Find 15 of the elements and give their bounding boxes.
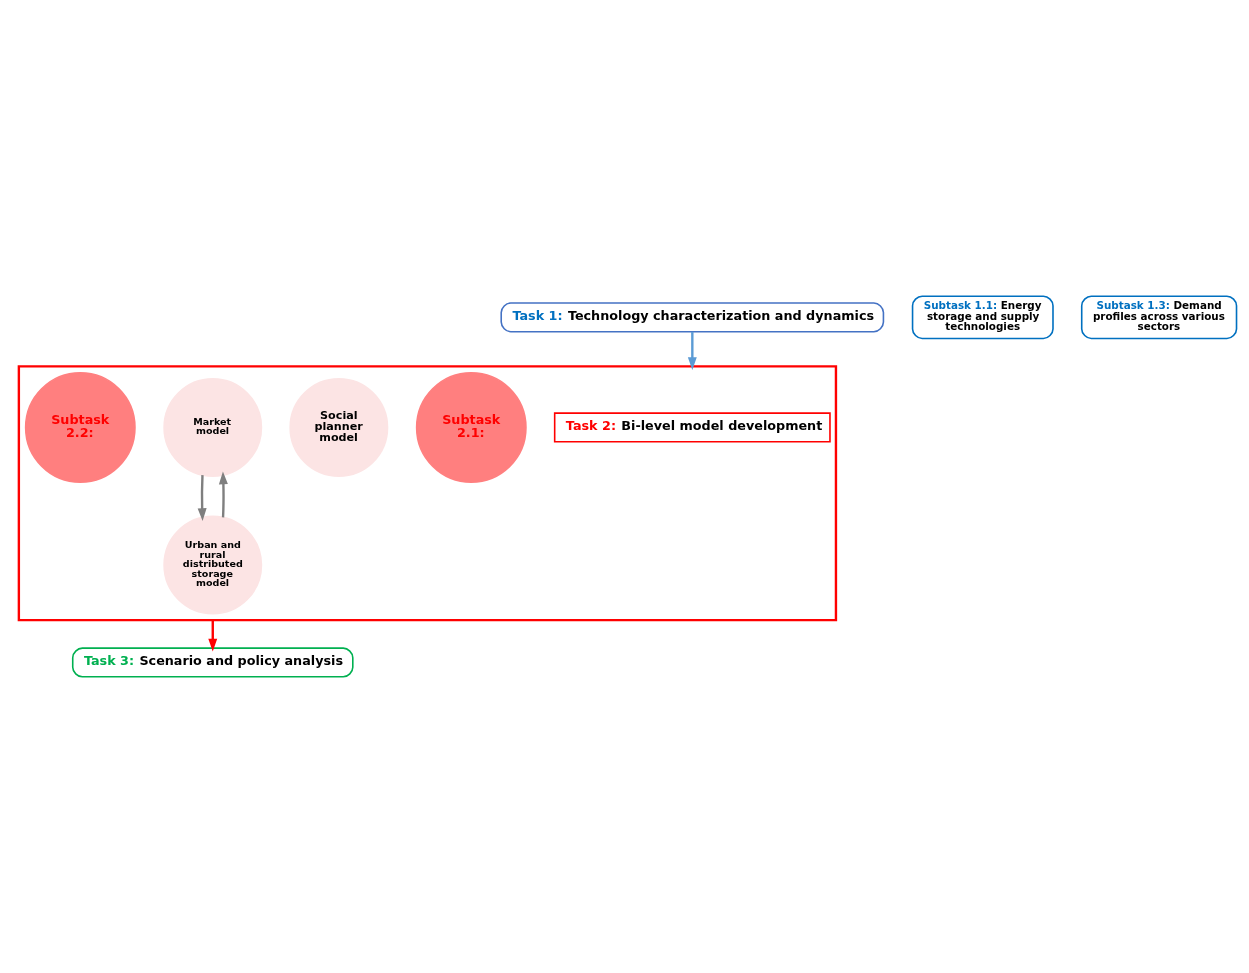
node-box: Subtask 1.3: Demand profiles across various sectors (1080, 295, 1238, 340)
arrow (197, 475, 207, 521)
arrow (208, 620, 218, 652)
arrow (687, 331, 697, 371)
node-circle: Subtask 2.1: (415, 372, 527, 483)
node-circle: Market model (163, 377, 263, 477)
node-circle: Subtask 2.2: (24, 372, 136, 483)
node-box: Task 1: Technology characterization and dynamics (500, 302, 885, 333)
node-box: Task 3: Scenario and policy analysis (71, 647, 354, 678)
cluster (17, 365, 838, 622)
node-circle: Urban and rural distributed storage model (163, 515, 263, 615)
arrow (218, 471, 228, 518)
node-circle: Social planner model (289, 377, 389, 477)
node-box: Subtask 1.1: Energy storage and supply technologies (911, 295, 1054, 340)
node-box: Task 2: Bi-level model development (553, 412, 831, 443)
